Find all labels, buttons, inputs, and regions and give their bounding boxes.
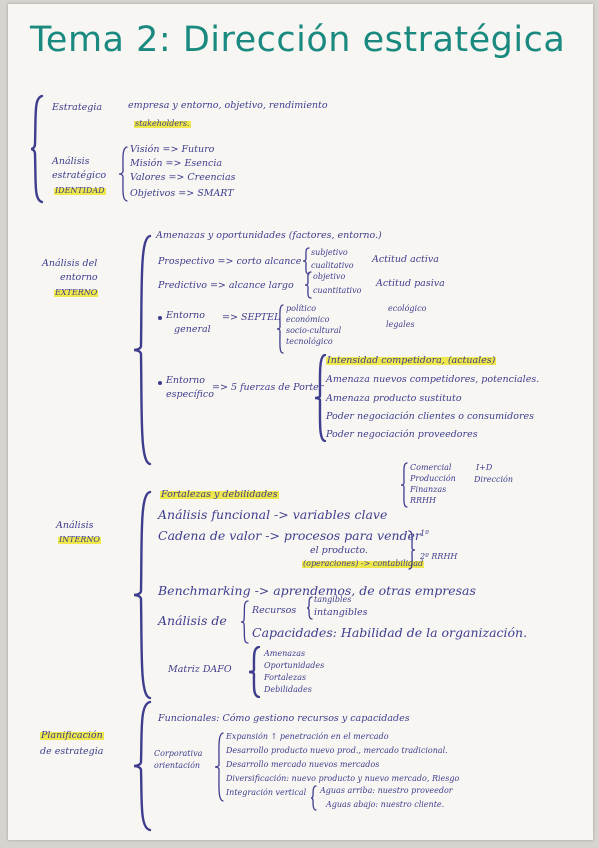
entorno-especifico-label-2: específico [166,389,214,400]
section2-brace [133,234,152,466]
identidad-brace [118,146,128,202]
septel-item-economico: económico [286,315,330,324]
septel-item-tecnologico: tecnológico [286,337,333,346]
septel-item-socio: socio-cultural [286,326,342,335]
dafo-fortalezas: Fortalezas [264,673,307,682]
analisis-interno-label: Análisis [56,520,94,531]
prospectivo-opt-cualitativo: cualitativo [311,261,354,270]
analisis-externo-label: Análisis del [42,258,98,269]
predictivo-brace [304,271,312,299]
area-rrhh: RRHH [410,496,436,505]
predictivo-opt-objetivo: objetivo [313,272,346,281]
fortalezas-text: Fortalezas y debilidades [160,489,279,500]
integracion-brace [310,785,317,811]
areas-brace [400,462,408,508]
prospectivo-text: Prospectivo => corto alcance [158,256,302,267]
dafo-text: Matriz DAFO [168,664,232,675]
cadena-right-2: 2º RRHH [420,552,458,561]
externo-label: EXTERNO [54,288,99,298]
corporativa-item-expansion: Expansión ↑ penetración en el mercado [226,732,389,741]
identidad-label: IDENTIDAD [54,186,106,196]
analisis-externo-label-2: entorno [60,272,98,283]
porter-item-clientes: Poder negociación clientes o consumidore… [326,411,535,422]
integracion-aguas-abajo: Aguas abajo: nuestro cliente. [326,800,445,809]
porter-item-proveedores: Poder negociación proveedores [326,429,478,440]
prospectivo-actitud: Actitud activa [372,254,439,265]
septel-item-politico: político [286,304,317,313]
corporativa-brace [214,732,224,802]
dafo-brace [248,646,260,698]
corporativa-item-desarrollo-mercado: Desarrollo mercado nuevos mercados [226,760,380,769]
entorno-general-label-2: general [174,324,211,335]
porter-item-intensidad: Intensidad competidora, (actuales) [326,355,497,366]
dafo-debilidades: Debilidades [264,685,312,694]
interno-label: INTERNO [58,535,101,545]
cadena-right-1: 1º [420,529,429,538]
corporativa-label-2: orientación [154,761,201,770]
porter-brace [314,354,326,442]
cadena-sub-text: (operaciones) -> contabilidad [302,559,425,569]
entorno-general-label: Entorno [166,310,205,321]
septel-item-ecologico: ecológico [388,304,427,313]
analisis-funcional-text: Análisis funcional -> variables clave [158,507,388,522]
analisis-estrategico-label-2: estratégico [52,170,107,181]
septel-text: => SEPTEL [222,312,281,323]
estrategia-text: empresa y entorno, objetivo, rendimiento [128,100,328,111]
area-id: I+D [476,463,493,472]
dafo-amenazas: Amenazas [264,649,306,658]
recursos-intangibles: intangibles [314,607,368,618]
cadena-brace [408,530,416,570]
planificacion-label-2: de estrategia [40,746,104,757]
recursos-text: Recursos [252,605,297,616]
porter-text: => 5 fuerzas de Porter [212,382,324,393]
planificacion-label: Planificación [40,730,104,741]
septel-brace [276,304,284,354]
area-finanzas: Finanzas [410,485,447,494]
identidad-item-valores: Valores => Creencias [130,172,236,183]
recursos-tangibles: tangibles [314,595,352,604]
porter-item-sustituto: Amenaza producto sustituto [326,393,462,404]
corporativa-item-desarrollo-producto: Desarrollo producto nuevo prod., mercado… [226,746,448,755]
bullet-entorno-especifico [158,381,162,385]
page-title: Tema 2: Dirección estratégica [30,20,566,60]
area-direccion: Dirección [474,475,514,484]
capacidades-text: Capacidades: Habilidad de la organizació… [252,625,528,640]
bullet-entorno-general [158,316,162,320]
analisis-de-brace [240,600,249,644]
predictivo-opt-cuantitativo: cuantitativo [313,286,362,295]
prospectivo-brace [302,247,310,275]
section3-brace [133,490,152,700]
area-produccion: Producción [410,474,456,483]
identidad-item-objetivos: Objetivos => SMART [130,188,234,199]
amenazas-oportunidades-text: Amenazas y oportunidades (factores, ento… [156,230,382,241]
section1-brace [30,94,44,204]
analisis-estrategico-label: Análisis [52,156,90,167]
predictivo-text: Predictivo => alcance largo [158,280,294,291]
estrategia-label: Estrategia [52,102,103,113]
stakeholders-text: stakeholders. [134,119,191,129]
dafo-oportunidades: Oportunidades [264,661,325,670]
corporativa-item-integracion: Integración vertical [226,788,307,797]
funcionales-text: Funcionales: Cómo gestiono recursos y ca… [158,713,410,724]
analisis-de-text: Análisis de [158,613,227,628]
predictivo-actitud: Actitud pasiva [376,278,445,289]
prospectivo-opt-subjetivo: subjetivo [311,248,348,257]
recursos-brace [306,596,313,620]
septel-item-legales: legales [386,320,415,329]
benchmarking-text: Benchmarking -> aprendemos, de otras emp… [158,583,476,598]
notebook-page: Tema 2: Dirección estratégica Estrategia… [8,4,593,840]
integracion-aguas-arriba: Aguas arriba: nuestro proveedor [320,786,453,795]
area-comercial: Comercial [410,463,452,472]
corporativa-item-diversificacion: Diversificación: nuevo producto y nuevo … [226,774,460,783]
identidad-item-mision: Misión => Esencia [130,158,223,169]
entorno-especifico-label: Entorno [166,375,205,386]
producto-text: el producto. [310,545,368,556]
cadena-valor-text: Cadena de valor -> procesos para vender [158,528,421,543]
porter-item-competidores: Amenaza nuevos competidores, potenciales… [326,374,540,385]
section4-brace [133,700,152,832]
identidad-item-vision: Visión => Futuro [130,144,215,155]
corporativa-label: Corporativa [154,749,203,758]
